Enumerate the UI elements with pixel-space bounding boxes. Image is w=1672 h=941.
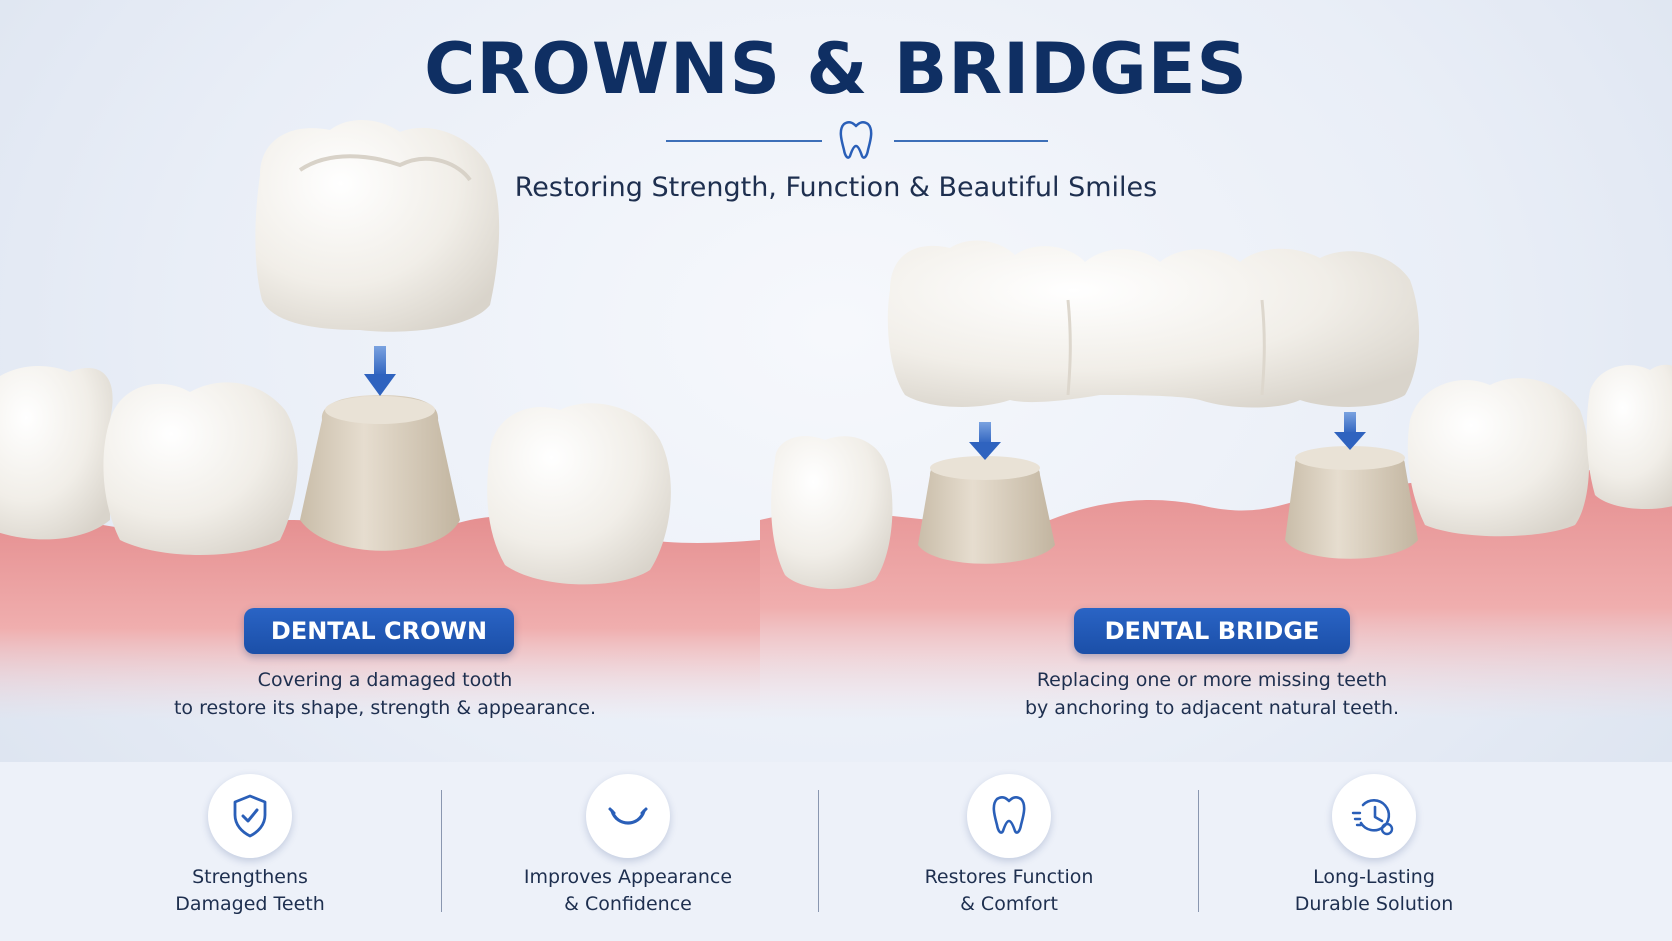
tooth-icon [839, 121, 873, 159]
shield-check-icon [233, 794, 267, 838]
feature-label-line-1: Improves Appearance [523, 866, 733, 888]
smile-icon [608, 807, 648, 825]
feature-label-line-1: Strengthens [192, 866, 308, 888]
page-title: CROWNS & BRIDGES [424, 28, 1248, 110]
feature-label-line-2: Durable Solution [1294, 893, 1454, 915]
bridge-right-arrow [1334, 412, 1366, 450]
page-subtitle: Restoring Strength, Function & Beautiful… [514, 172, 1158, 203]
dental-crown-label: DENTAL CROWN [244, 608, 514, 654]
bridge-desc-line-1: Replacing one or more missing teeth [1036, 669, 1388, 691]
dental-crown-description: Covering a damaged tooth to restore its … [120, 666, 650, 722]
bridge-right-abutment [1285, 446, 1418, 559]
feature-label-line-2: & Confidence [564, 893, 692, 915]
feature-label-line-1: Long-Lasting [1313, 866, 1435, 888]
bridge-left-arrow [969, 422, 1001, 460]
right-natural-tooth [487, 403, 671, 585]
feature-label: Improves Appearance & Confidence [478, 864, 778, 918]
bridge-left-natural-tooth [771, 436, 893, 590]
bridge-unit [887, 240, 1420, 408]
feature-icon-circle [586, 774, 670, 858]
feature-divider [1198, 790, 1199, 912]
feature-icon-circle [1332, 774, 1416, 858]
feature-icon-circle [967, 774, 1051, 858]
dental-bridge-description: Replacing one or more missing teeth by a… [962, 666, 1462, 722]
bridge-right-natural-teeth [1407, 364, 1672, 537]
crown-down-arrow [364, 346, 396, 396]
feature-label: Long-Lasting Durable Solution [1224, 864, 1524, 918]
bridge-left-abutment [918, 456, 1055, 564]
feature-label: Restores Function & Comfort [859, 864, 1159, 918]
feature-label-line-1: Restores Function [924, 866, 1094, 888]
bridge-desc-line-2: by anchoring to adjacent natural teeth. [1024, 697, 1400, 719]
clock-history-icon [1351, 799, 1394, 836]
tooth-icon [992, 796, 1026, 834]
feature-icon-circle [208, 774, 292, 858]
feature-label-line-2: & Comfort [960, 893, 1058, 915]
crown-desc-line-1: Covering a damaged tooth [257, 669, 513, 691]
left-natural-tooth-2 [103, 382, 298, 555]
feature-divider [441, 790, 442, 912]
dental-bridge-label: DENTAL BRIDGE [1074, 608, 1350, 654]
benefits-strip: Strengthens Damaged Teeth Improves Appea… [0, 762, 1672, 941]
prepared-tooth-abutment [300, 395, 460, 551]
title-rule-right [894, 140, 1048, 142]
floating-crown [255, 120, 500, 332]
title-rule-left [666, 140, 822, 142]
feature-label-line-2: Damaged Teeth [175, 893, 325, 915]
feature-label: Strengthens Damaged Teeth [100, 864, 400, 918]
feature-divider [818, 790, 819, 912]
crown-desc-line-2: to restore its shape, strength & appeara… [173, 697, 597, 719]
dental-illustration [0, 120, 1672, 720]
left-natural-tooth-1 [0, 366, 113, 540]
